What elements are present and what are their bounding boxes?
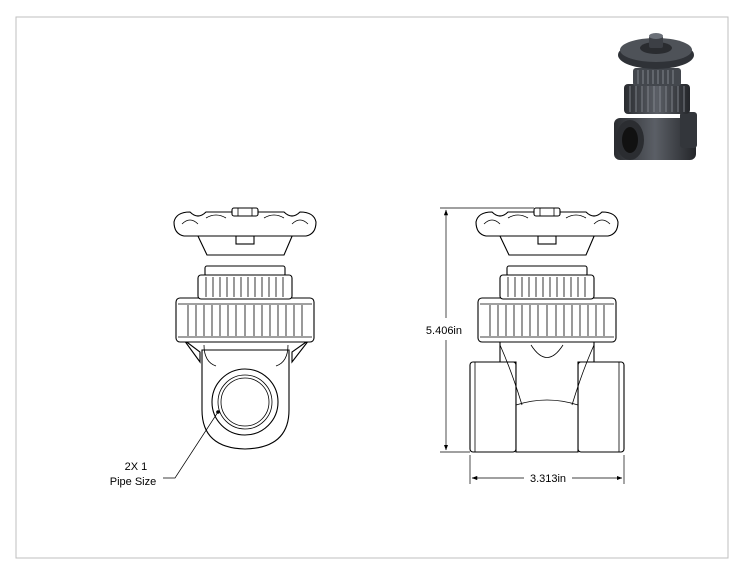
valve-render-icon [614, 33, 697, 160]
pipe-size-callout-line2: Pipe Size [110, 476, 156, 488]
height-dimension-label: 5.406in [426, 325, 462, 337]
front-view [173, 207, 317, 450]
width-dimension [469, 455, 625, 484]
pipe-size-callout-line1: 2X 1 [125, 461, 148, 473]
pipe-size-leader [163, 411, 219, 479]
height-dimension [440, 207, 534, 453]
side-view [469, 207, 625, 453]
width-dimension-label: 3.313in [530, 473, 566, 485]
sheet-border [15, 16, 729, 559]
